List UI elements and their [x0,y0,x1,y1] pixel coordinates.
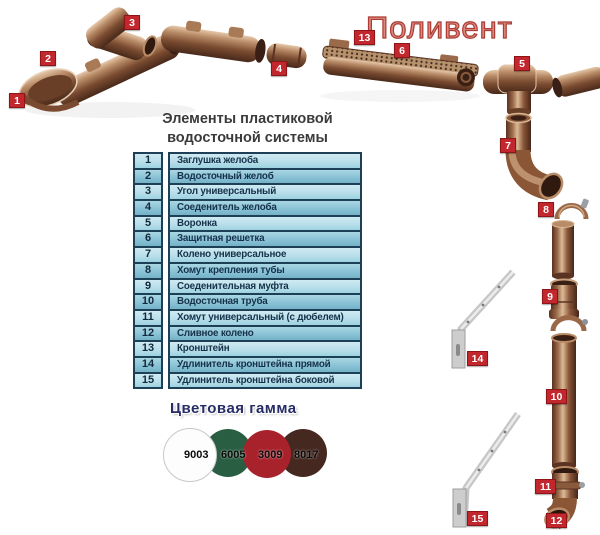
row-name: Сливное колено [168,324,362,341]
marker-6: 6 [394,43,410,58]
row-number: 5 [133,214,163,231]
color-swatch-9003 [163,428,217,482]
grated-gutter-image [322,38,479,92]
row-name: Воронка [168,214,362,231]
row-number: 15 [133,371,163,390]
table-row: 11 Хомут универсальный (с дюбелем) [133,308,362,325]
row-number: 11 [133,308,163,325]
swatch-code-3009: 3009 [258,449,283,461]
bracket-side-image [452,411,521,528]
row-name: Кронштейн [168,340,362,356]
row-number: 14 [133,355,163,372]
row-number: 8 [133,261,163,278]
elbow-universal-image [505,112,564,201]
table-row: 8 Хомут крепления тубы [133,261,362,278]
brand-title: Поливент [365,9,513,45]
row-name: Водосточный желоб [168,167,362,184]
row-number: 13 [133,340,163,356]
marker-7: 7 [500,138,516,153]
marker-13: 13 [354,30,375,45]
table-row: 14 Удлинитель кронштейна прямой [133,355,362,372]
gutter-corner-assembly-image [18,7,180,112]
marker-12: 12 [546,513,567,528]
row-name: Соеденительная муфта [168,277,362,294]
row-name: Заглушка желоба [168,152,362,168]
pipe-segment-image [551,220,575,280]
parts-table: 1 Заглушка желоба 2 Водосточный желоб 3 Уго… [133,152,362,390]
table-row: 6 Защитная решетка [133,230,362,247]
row-name: Хомут крепления тубы [168,261,362,278]
table-row: 7 Колено универсальное [133,246,362,262]
table-title: Элементы пластиковой водосточной системы [133,110,362,148]
shadow [320,90,480,102]
row-number: 7 [133,246,163,262]
row-name: Водосточная труба [168,293,362,309]
row-name: Угол универсальный [168,183,362,200]
marker-11: 11 [535,479,556,494]
table-row: 2 Водосточный желоб [133,167,362,184]
row-name: Хомут универсальный (с дюбелем) [168,308,362,325]
row-number: 12 [133,324,163,341]
row-number: 10 [133,293,163,309]
row-name: Удлинитель кронштейна прямой [168,355,362,372]
pipe-clamp-image [554,198,589,220]
bracket-straight-image [451,269,516,369]
table-title-line2: водосточной системы [167,130,328,146]
gutter-edge-piece-image [552,66,600,98]
table-row: 10 Водосточная труба [133,293,362,309]
table-title-line1: Элементы пластиковой [162,111,333,127]
table-row: 5 Воронка [133,214,362,231]
row-name: Удлинитель кронштейна боковой [168,371,362,390]
funnel-image [483,64,553,116]
marker-5: 5 [514,56,530,71]
row-number: 6 [133,230,163,247]
row-number: 1 [133,152,163,168]
marker-1: 1 [9,93,25,108]
marker-14: 14 [467,351,488,366]
table-row: 12 Сливное колено [133,324,362,341]
row-number: 4 [133,199,163,215]
color-gamma-title: Цветовая гамма [170,400,297,417]
table-row: 15 Удлинитель кронштейна боковой [133,371,362,390]
gutter-straight-image [161,20,266,63]
marker-8: 8 [538,202,554,217]
marker-15: 15 [467,511,488,526]
row-number: 3 [133,183,163,200]
table-row: 13 Кронштейн [133,340,362,356]
marker-3: 3 [124,15,140,30]
table-row: 9 Соеденительная муфта [133,277,362,294]
marker-9: 9 [542,289,558,304]
row-name: Соеденитель желоба [168,199,362,215]
row-name: Защитная решетка [168,230,362,247]
table-row: 1 Заглушка желоба [133,152,362,168]
coupling-image [549,278,588,332]
swatch-code-8017: 8017 [294,449,319,461]
table-row: 4 Соеденитель желоба [133,199,362,215]
swatch-code-9003: 9003 [184,449,209,461]
row-name: Колено универсальное [168,246,362,262]
table-row: 3 Угол универсальный [133,183,362,200]
marker-2: 2 [40,51,56,66]
row-number: 2 [133,167,163,184]
swatch-code-6005: 6005 [221,449,246,461]
row-number: 9 [133,277,163,294]
marker-4: 4 [271,61,287,76]
color-swatch-3009 [243,430,291,478]
marker-10: 10 [546,389,567,404]
